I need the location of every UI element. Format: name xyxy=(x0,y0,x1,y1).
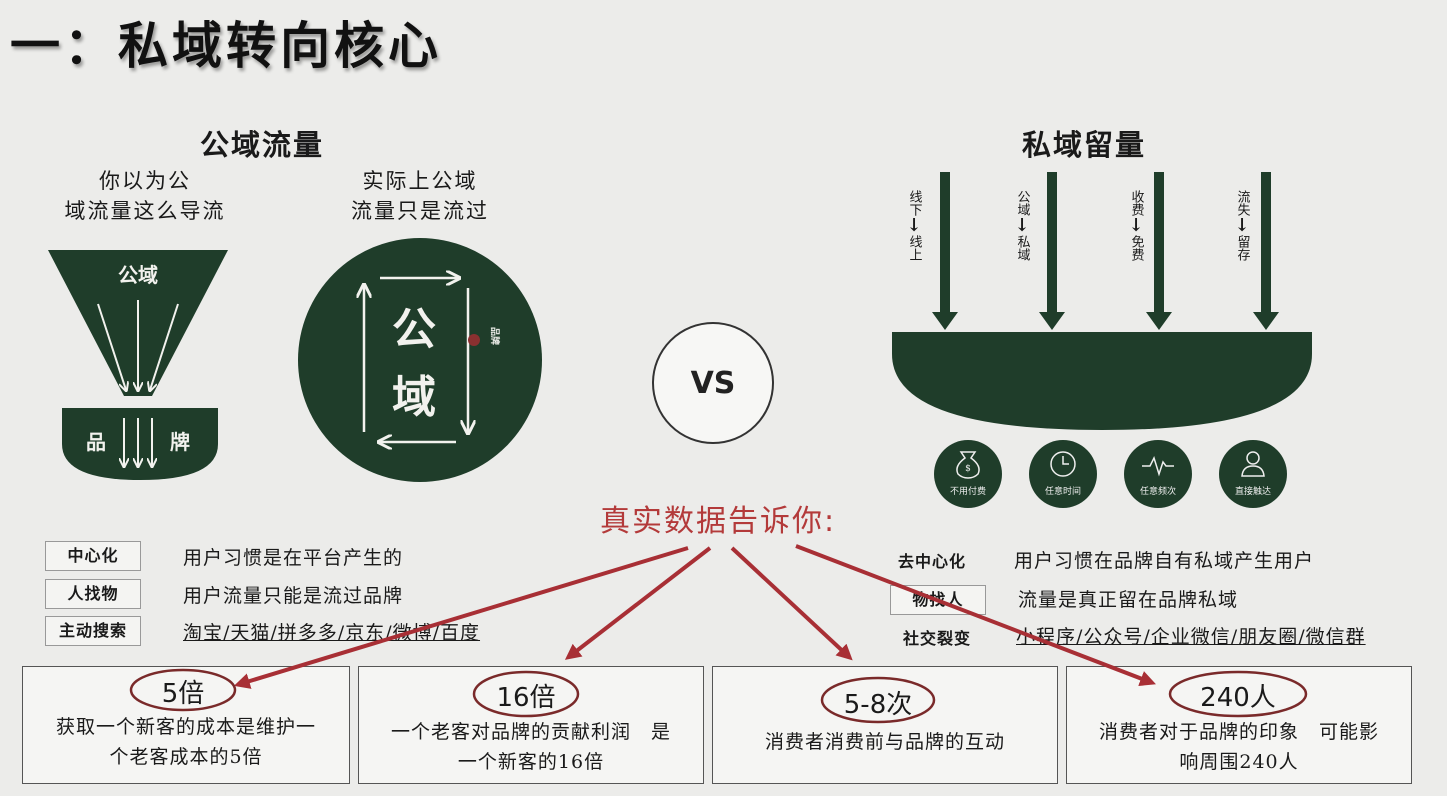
public-note-right-line2: 流量只是流过 xyxy=(351,199,489,223)
stat-desc-4: 消费者对于品牌的印象 可能影 响周围240人 xyxy=(1068,717,1410,777)
arrow-1-from: 线下 xyxy=(906,190,922,216)
arrow-down-icon: ↓ xyxy=(1014,215,1030,236)
icon-label-4: 直接触达 xyxy=(1235,485,1271,497)
funnel-top-label: 公域 xyxy=(118,263,158,287)
left-row-label-2: 人找物 xyxy=(45,579,141,609)
right-row-label-1: 去中心化 xyxy=(897,552,966,571)
stat-ellipse-3 xyxy=(820,676,936,724)
arrow-caption-4: 流失 ↓ 留存 xyxy=(1232,190,1252,261)
page-title: 一：私域转向核心 xyxy=(10,16,442,75)
arrow-1-to: 线上 xyxy=(906,235,922,261)
right-row-text-2: 流量是真正留在品牌私域 xyxy=(1018,589,1239,611)
arrow-down-icon: ↓ xyxy=(1234,215,1250,236)
icon-label-1: 不用付费 xyxy=(950,485,986,497)
stat-desc-1-line1: 获取一个新客的成本是维护一 xyxy=(55,716,316,738)
circle-label-1: 公 xyxy=(392,304,436,355)
stat-desc-2-line2: 一个新客的16倍 xyxy=(457,751,605,773)
funnel-diagram: 公域 品 牌 xyxy=(48,250,228,480)
stat-value-2: 16倍 xyxy=(496,683,556,713)
arrow-4-from: 流失 xyxy=(1234,190,1250,216)
public-domain-circle: 公 域 品牌 xyxy=(298,238,542,482)
money-bag-icon: $ 不用付费 xyxy=(934,440,1002,508)
public-section-title: 公域流量 xyxy=(200,128,325,162)
stat-value-1: 5倍 xyxy=(161,679,205,709)
stat-ellipse-4 xyxy=(1168,670,1308,718)
funnel-bottom-label-1: 品 xyxy=(86,430,106,454)
stat-value-4: 240人 xyxy=(1200,683,1276,713)
public-note-right-line1: 实际上公域 xyxy=(362,169,478,193)
funnel-bottom-label-2: 牌 xyxy=(170,430,190,454)
right-row-text-3: 小程序/公众号/企业微信/朋友圈/微信群 xyxy=(1016,626,1366,648)
arrow-down-icon: ↓ xyxy=(1128,215,1144,236)
icon-label-3: 任意频次 xyxy=(1140,485,1176,497)
clock-icon: 任意时间 xyxy=(1029,440,1097,508)
stat-desc-3-line1: 消费者消费前与品牌的互动 xyxy=(764,731,1005,753)
stat-desc-2: 一个老客对品牌的贡献利润 是 一个新客的16倍 xyxy=(360,717,702,777)
stat-desc-1: 获取一个新客的成本是维护一 个老客成本的5倍 xyxy=(24,712,348,772)
stat-ellipse-2 xyxy=(472,670,580,718)
left-row-text-1: 用户习惯是在平台产生的 xyxy=(183,547,404,569)
arrow-2-to: 私域 xyxy=(1014,235,1030,261)
svg-text:$: $ xyxy=(965,464,971,474)
arrow-caption-2: 公域 ↓ 私域 xyxy=(1012,190,1032,261)
arrow-caption-1: 线下 ↓ 线上 xyxy=(904,190,924,261)
arrow-caption-3: 收费 ↓ 免费 xyxy=(1126,190,1146,261)
arrow-2-from: 公域 xyxy=(1014,190,1030,216)
stat-box-4 xyxy=(1066,666,1412,784)
stat-desc-1-line2: 个老客成本的5倍 xyxy=(109,746,263,768)
left-row-text-2: 用户流量只能是流过品牌 xyxy=(183,585,404,607)
right-row-label-3: 社交裂变 xyxy=(902,629,971,648)
circle-label-2: 域 xyxy=(392,372,436,423)
stat-box-2 xyxy=(358,666,704,784)
vs-circle: VS xyxy=(652,322,774,444)
arrow-down-icon: ↓ xyxy=(906,215,922,236)
brand-dot xyxy=(468,334,480,346)
stat-desc-4-line1: 消费者对于品牌的印象 可能影 xyxy=(1098,721,1379,743)
left-row-text-3: 淘宝/天猫/拼多多/京东/微博/百度 xyxy=(183,622,481,644)
stat-ellipse-1 xyxy=(129,668,237,712)
benefit-icons: $ 不用付费 任意时间 任意频次 直接触达 xyxy=(934,440,1287,508)
data-heading: 真实数据告诉你: xyxy=(600,504,837,539)
icon-label-2: 任意时间 xyxy=(1045,485,1081,497)
stat-box-1 xyxy=(22,666,350,784)
public-note-left: 你以为公 域流量这么导流 xyxy=(40,166,250,226)
arrow-4-to: 留存 xyxy=(1234,235,1250,261)
stat-box-3 xyxy=(712,666,1058,784)
public-note-left-line1: 你以为公 xyxy=(99,169,191,193)
stat-desc-3: 消费者消费前与品牌的互动 xyxy=(714,727,1056,757)
stat-desc-4-line2: 响周围240人 xyxy=(1179,751,1299,773)
right-row-text-1: 用户习惯在品牌自有私域产生用户 xyxy=(1014,550,1315,572)
private-bowl-diagram xyxy=(892,172,1312,430)
stat-value-3: 5-8次 xyxy=(843,690,913,720)
person-icon: 直接触达 xyxy=(1219,440,1287,508)
public-note-left-line2: 域流量这么导流 xyxy=(64,199,226,223)
private-section-title: 私域留量 xyxy=(1022,128,1147,162)
pulse-icon: 任意频次 xyxy=(1124,440,1192,508)
arrow-3-to: 免费 xyxy=(1128,235,1144,261)
funnel-bottom-shape xyxy=(62,408,218,480)
brand-dot-label: 品牌 xyxy=(489,327,501,345)
stat-desc-2-line1: 一个老客对品牌的贡献利润 是 xyxy=(390,721,671,743)
arrow-3-from: 收费 xyxy=(1128,190,1144,216)
private-bowl-shape xyxy=(892,332,1312,430)
public-note-right: 实际上公域 流量只是流过 xyxy=(300,166,540,226)
left-row-label-3: 主动搜索 xyxy=(45,616,141,646)
left-row-label-1: 中心化 xyxy=(45,541,141,571)
